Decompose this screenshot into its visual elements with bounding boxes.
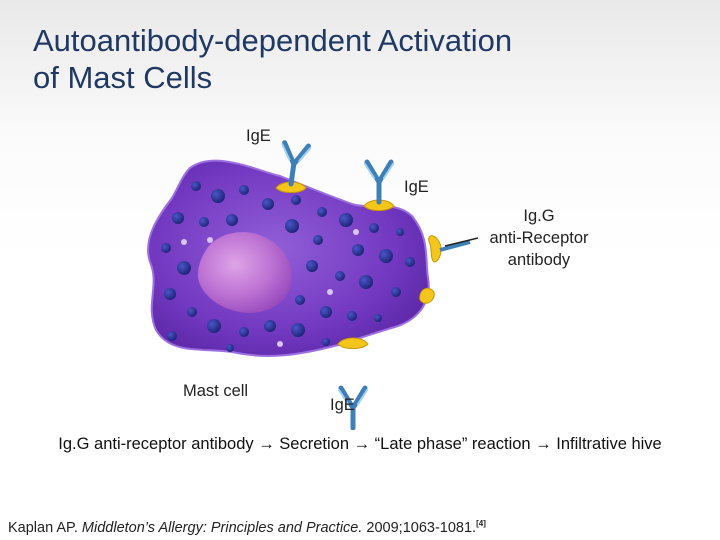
ige-antibody-top-right: [365, 162, 393, 202]
nucleus: [197, 231, 292, 313]
title-line-1: Autoantibody-dependent Activation: [33, 23, 513, 58]
igg-antibody-right: [439, 240, 471, 252]
reference-citation: Kaplan AP. Middleton’s Allergy: Principl…: [8, 519, 486, 536]
label-ige-top-left: IgE: [246, 127, 271, 145]
reference-author: Kaplan AP.: [8, 520, 78, 536]
label-ige-bottom: IgE: [330, 396, 355, 414]
slide-title: Autoantibody-dependent Activation of Mas…: [33, 22, 693, 96]
label-mast-cell: Mast cell: [183, 382, 249, 400]
title-line-2: of Mast Cells: [33, 60, 213, 95]
label-igg-anti-receptor: Ig.G anti-Receptor antibody: [478, 205, 600, 271]
mast-cell-body: [147, 159, 430, 357]
fc-receptors: [275, 181, 442, 349]
mast-cell-diagram: [147, 0, 479, 430]
reference-year-pages: 2009;1063-1081.: [366, 520, 477, 536]
granules: [161, 181, 415, 352]
label-igg-line-1: Ig.G: [523, 207, 555, 225]
pathway-caption: Ig.G anti-receptor antibody → Secretion …: [58, 435, 662, 453]
reference-source: Middleton’s Allergy: Principles and Prac…: [81, 520, 363, 536]
igg-pointer-line: [444, 237, 479, 247]
label-ige-top-right: IgE: [404, 178, 429, 196]
reference-citation-mark: [4]: [476, 519, 486, 528]
label-igg-line-3: antibody: [507, 251, 571, 269]
label-igg-line-2: anti-Receptor: [489, 229, 589, 247]
